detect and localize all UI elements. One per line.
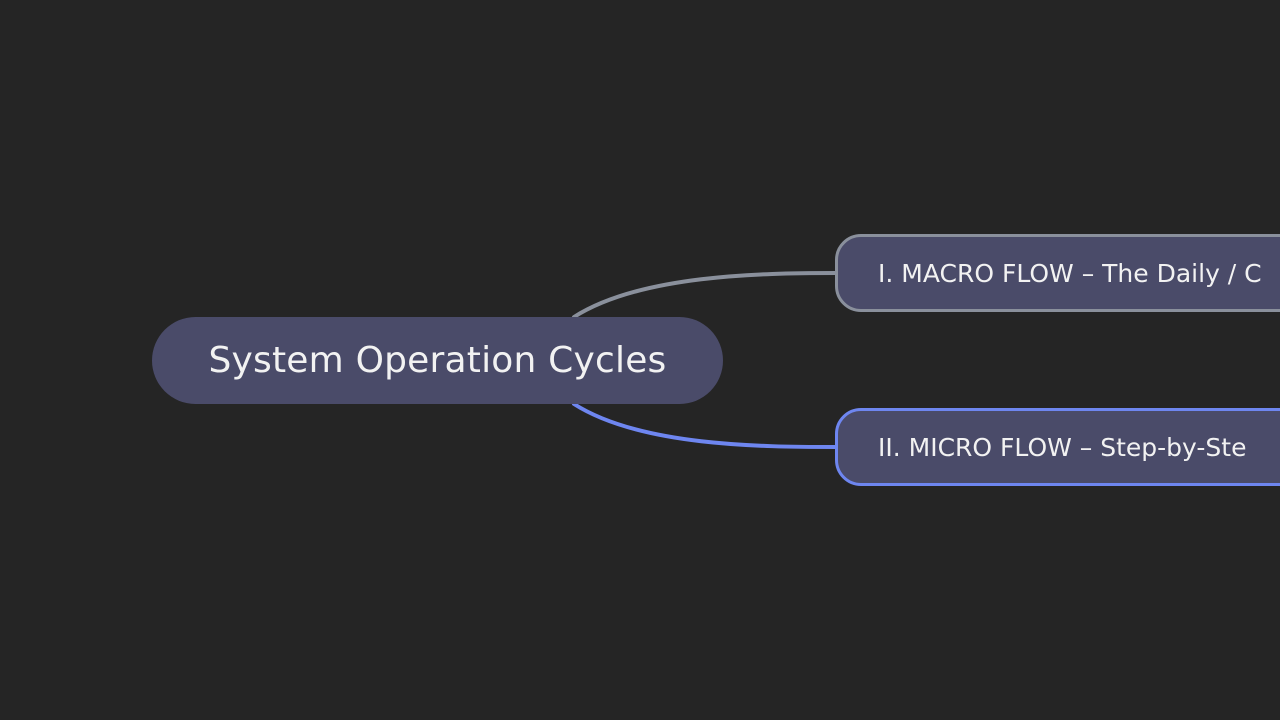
root-node-label: System Operation Cycles <box>208 340 667 381</box>
branch-node-label: I. MACRO FLOW – The Daily / C <box>878 258 1262 288</box>
branch-node-macro-flow[interactable]: I. MACRO FLOW – The Daily / C <box>835 234 1280 312</box>
edge-macro-flow <box>572 271 838 319</box>
branch-node-label: II. MICRO FLOW – Step-by-Ste <box>878 432 1247 462</box>
edge-micro-flow <box>572 402 838 449</box>
branch-node-micro-flow[interactable]: II. MICRO FLOW – Step-by-Ste <box>835 408 1280 486</box>
root-node[interactable]: System Operation Cycles <box>152 317 723 404</box>
